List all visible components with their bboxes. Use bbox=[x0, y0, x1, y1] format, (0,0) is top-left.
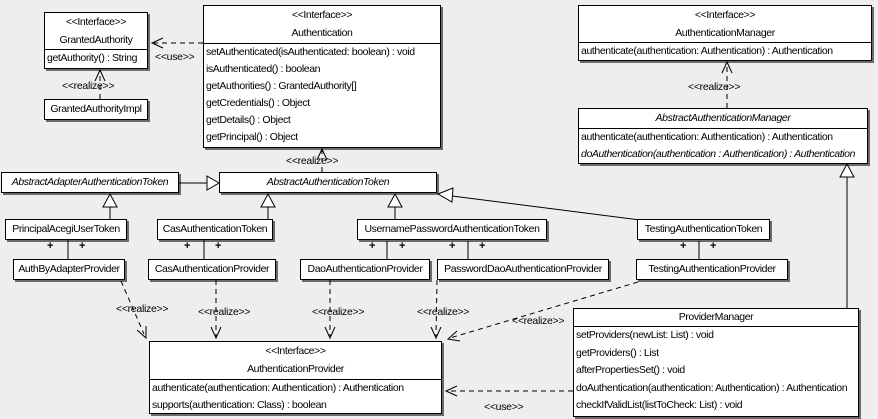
class-method: authenticate(authentication: Authenticat… bbox=[581, 45, 833, 57]
multiplicity-label: + bbox=[47, 240, 54, 252]
class-dao-authentication-provider[interactable]: DaoAuthenticationProvider bbox=[300, 259, 430, 280]
edge-usernamepassword-token-extends-abstract-token bbox=[387, 192, 403, 220]
class-name: AuthenticationManager bbox=[675, 27, 775, 39]
realize-label: <<realize>> bbox=[688, 81, 741, 93]
stereotype-label: <<Interface>> bbox=[65, 16, 127, 28]
class-method: authenticate(authentication: Authenticat… bbox=[581, 131, 833, 143]
class-method: getAuthorities() : GrantedAuthority[] bbox=[206, 80, 357, 93]
class-method: getDetails() : Object bbox=[206, 114, 291, 127]
realize-label: <<realize>> bbox=[417, 306, 470, 318]
class-method: getProviders() : List bbox=[576, 346, 659, 359]
multiplicity-label: + bbox=[479, 240, 486, 252]
edge-principal-token-extends-adapter-token bbox=[102, 192, 118, 219]
edge-testing-token-extends-abstract-token bbox=[436, 187, 641, 221]
class-name: CasAuthenticationProvider bbox=[154, 263, 270, 275]
class-method: setProviders(newList: List) : void bbox=[576, 329, 714, 341]
stereotype-label: <<Interface>> bbox=[694, 9, 756, 21]
class-principal-acegi-user-token[interactable]: PrincipalAcegiUserToken bbox=[5, 219, 127, 240]
use-label: <<use>> bbox=[155, 51, 195, 63]
edge-cas-token-extends-abstract-token bbox=[260, 192, 276, 219]
class-name: GrantedAuthority bbox=[59, 34, 133, 46]
edge-realize-gaimpl-ga bbox=[94, 68, 106, 99]
class-method: supports(authentication: Class) : boolea… bbox=[152, 398, 327, 411]
class-username-password-authentication-token[interactable]: UsernamePasswordAuthenticationToken bbox=[357, 219, 547, 240]
multiplicity-label: + bbox=[710, 240, 717, 252]
class-name: DaoAuthenticationProvider bbox=[307, 263, 423, 275]
class-method: authenticate(authentication: Authenticat… bbox=[152, 382, 404, 394]
edge-use-authentication-ga bbox=[150, 37, 203, 49]
class-name: AbstractAuthenticationManager bbox=[655, 112, 791, 124]
class-testing-authentication-token[interactable]: TestingAuthenticationToken bbox=[637, 219, 770, 240]
class-cas-authentication-provider[interactable]: CasAuthenticationProvider bbox=[148, 259, 276, 280]
edge-realize-casprovider-ap bbox=[210, 280, 222, 340]
edge-realize-authbyadapter-ap bbox=[120, 280, 147, 340]
class-testing-authentication-provider[interactable]: TestingAuthenticationProvider bbox=[636, 259, 788, 280]
class-method: afterPropertiesSet() : void bbox=[576, 364, 685, 377]
class-abstract-authentication-token[interactable]: AbstractAuthenticationToken bbox=[219, 172, 437, 193]
class-name: TestingAuthenticationToken bbox=[644, 223, 763, 235]
class-name: GrantedAuthorityImpl bbox=[50, 103, 142, 115]
multiplicity-label: + bbox=[79, 240, 86, 252]
class-name: AbstractAdapterAuthenticationToken bbox=[11, 176, 169, 188]
multiplicity-label: + bbox=[369, 240, 376, 252]
class-name: PasswordDaoAuthenticationProvider bbox=[444, 263, 602, 275]
class-method: doAuthentication(authentication: Authent… bbox=[576, 381, 848, 394]
multiplicity-label: + bbox=[680, 240, 687, 252]
edge-realize-daoprovider-ap bbox=[324, 280, 336, 340]
multiplicity-label: + bbox=[184, 240, 191, 252]
edge-realize-testingprovider-ap bbox=[446, 281, 639, 342]
use-label: <<use>> bbox=[484, 401, 524, 413]
class-cas-authentication-token[interactable]: CasAuthenticationToken bbox=[157, 219, 273, 240]
edge-realize-abstracttoken-authentication bbox=[316, 147, 328, 172]
realize-label: <<realize>> bbox=[286, 155, 339, 167]
realize-label: <<realize>> bbox=[512, 315, 565, 327]
edge-use-providermanager-ap bbox=[444, 385, 573, 397]
class-abstract-adapter-authentication-token[interactable]: AbstractAdapterAuthenticationToken bbox=[1, 172, 179, 193]
multiplicity-label: + bbox=[449, 240, 456, 252]
realize-label: <<realize>> bbox=[116, 303, 169, 315]
realize-label: <<realize>> bbox=[312, 306, 365, 318]
edge-realize-passworddao-ap bbox=[430, 279, 442, 340]
class-name: ProviderManager bbox=[678, 311, 754, 323]
class-authentication-provider[interactable]: <<Interface>> AuthenticationProvider aut… bbox=[149, 341, 442, 414]
class-name: UsernamePasswordAuthenticationToken bbox=[364, 223, 540, 235]
class-name: AuthenticationProvider bbox=[247, 363, 344, 375]
realize-label: <<realize>> bbox=[198, 306, 251, 318]
multiplicity-label: + bbox=[399, 240, 406, 252]
class-authentication[interactable]: <<Interface>> Authentication setAuthenti… bbox=[203, 5, 441, 148]
edge-provider-manager-extends-abstract-manager bbox=[839, 162, 855, 308]
edge-adapter-token-extends-abstract-token bbox=[179, 175, 220, 191]
class-authentication-manager[interactable]: <<Interface>> AuthenticationManager auth… bbox=[578, 5, 872, 61]
class-name: CasAuthenticationToken bbox=[162, 223, 268, 235]
class-method-abstract: doAuthentication(authentication : Authen… bbox=[581, 147, 856, 160]
class-method: getPrincipal() : Object bbox=[206, 131, 298, 144]
edge-realize-abstractmanager-authmanager bbox=[721, 60, 733, 108]
realize-label: <<realize>> bbox=[62, 80, 115, 92]
class-method: getAuthority() : String bbox=[47, 52, 138, 64]
class-granted-authority[interactable]: <<Interface>> GrantedAuthority getAuthor… bbox=[44, 12, 148, 69]
class-password-dao-authentication-provider[interactable]: PasswordDaoAuthenticationProvider bbox=[437, 259, 609, 280]
class-granted-authority-impl[interactable]: GrantedAuthorityImpl bbox=[44, 99, 148, 120]
class-auth-by-adapter-provider[interactable]: AuthByAdapterProvider bbox=[13, 259, 125, 280]
stereotype-label: <<Interface>> bbox=[291, 9, 353, 21]
class-name: TestingAuthenticationProvider bbox=[648, 263, 776, 275]
class-method: checkIfValidList(listToCheck: List) : vo… bbox=[576, 399, 743, 412]
class-name: AbstractAuthenticationToken bbox=[266, 176, 390, 188]
class-abstract-authentication-manager[interactable]: AbstractAuthenticationManager authentica… bbox=[578, 108, 868, 164]
class-name: AuthByAdapterProvider bbox=[18, 263, 120, 275]
stereotype-label: <<Interface>> bbox=[265, 345, 326, 357]
class-name: PrincipalAcegiUserToken bbox=[12, 223, 120, 235]
class-method: setAuthenticated(isAuthenticated: boolea… bbox=[206, 46, 415, 58]
class-provider-manager[interactable]: ProviderManager setProviders(newList: Li… bbox=[573, 308, 859, 417]
multiplicity-label: + bbox=[215, 240, 222, 252]
class-method: getCredentials() : Object bbox=[206, 97, 310, 110]
class-name: Authentication bbox=[291, 27, 353, 39]
class-method: isAuthenticated() : boolean bbox=[206, 63, 321, 76]
